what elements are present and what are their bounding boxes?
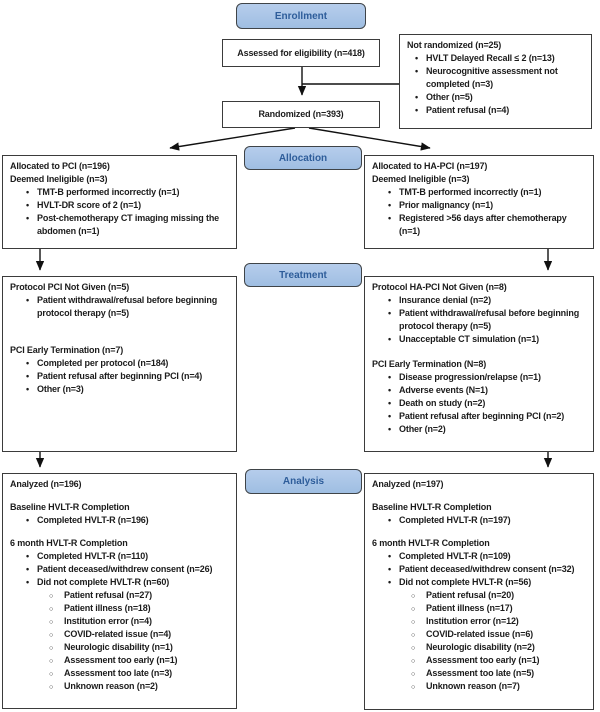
- flow-text-bullet: Patient withdrawal/refusal before beginn…: [372, 307, 588, 333]
- flow-text-bullet: Patient withdrawal/refusal before beginn…: [10, 294, 231, 320]
- flow-text-bullet: Completed HVLT-R (n=196): [10, 514, 231, 527]
- flow-text-sub: COVID-related issue (n=6): [372, 628, 588, 642]
- treatment-ha-pci-box: Protocol HA-PCI Not Given (n=8) Insurance…: [364, 276, 594, 452]
- flow-text-title: Not randomized (n=25): [407, 40, 502, 50]
- flow-text-bullet: Did not complete HVLT-R (n=60): [10, 576, 231, 589]
- flow-text-sub: Unknown reason (n=2): [10, 680, 231, 694]
- flow-text-sub: Assessment too late (n=3): [10, 667, 231, 681]
- flow-text-sub: Patient illness (n=17): [372, 602, 588, 616]
- flow-text-gap: [10, 527, 231, 537]
- flow-text-gap: [10, 491, 231, 501]
- flow-text-bullet: Unacceptable CT simulation (n=1): [372, 333, 588, 346]
- flow-text-bullet: HVLT Delayed Recall ≤ 2 (n=13): [407, 52, 586, 65]
- flow-text-bullet: Registered >56 days after chemotherapy (…: [372, 212, 588, 238]
- flow-text-gap: [372, 346, 588, 358]
- flow-text-sub: Institution error (n=4): [10, 615, 231, 629]
- flow-text-title: 6 month HVLT-R Completion: [372, 538, 490, 548]
- flow-text-bullet: Adverse events (N=1): [372, 384, 588, 397]
- not-randomized-box: Not randomized (n=25) HVLT Delayed Recall…: [399, 34, 592, 129]
- flow-text-title: Protocol PCI Not Given (n=5): [10, 282, 130, 292]
- flow-text-title: Deemed Ineligible (n=3): [10, 174, 108, 184]
- flow-text-gap: [372, 527, 588, 537]
- flow-text-bullet: Other (n=5): [407, 91, 586, 104]
- flow-text-title: PCI Early Termination (n=7): [10, 345, 124, 355]
- flow-text-gap: [372, 491, 588, 501]
- flow-text-bullet: Did not complete HVLT-R (n=56): [372, 576, 588, 589]
- flow-text-bullet: Other (n=2): [372, 423, 588, 436]
- flow-text-gap: [10, 320, 231, 332]
- flow-text-bullet: Completed HVLT-R (n=110): [10, 550, 231, 563]
- flow-text-title: Deemed Ineligible (n=3): [372, 174, 470, 184]
- flow-text-title: Analyzed (n=197): [372, 479, 444, 489]
- flow-text-title: Allocated to PCI (n=196): [10, 161, 110, 171]
- flow-text-bullet: Post-chemotherapy CT imaging missing the…: [10, 212, 231, 238]
- treatment-pci-box: Protocol PCI Not Given (n=5) Patient with…: [2, 276, 237, 452]
- flow-text-gap: [10, 332, 231, 344]
- flow-text-sub: COVID-related issue (n=4): [10, 628, 231, 642]
- flow-text-bullet: TMT-B performed incorrectly (n=1): [10, 186, 231, 199]
- flow-text-sub: Institution error (n=12): [372, 615, 588, 629]
- flow-text-bullet: Patient refusal (n=4): [407, 104, 586, 117]
- flow-text-bullet: Disease progression/relapse (n=1): [372, 371, 588, 384]
- flow-text-title: 6 month HVLT-R Completion: [10, 538, 128, 548]
- flow-text-bullet: Patient deceased/withdrew consent (n=26): [10, 563, 231, 576]
- flow-text-title: Analyzed (n=196): [10, 479, 82, 489]
- flow-text-sub: Unknown reason (n=7): [372, 680, 588, 694]
- flow-text-sub: Neurologic disability (n=1): [10, 641, 231, 655]
- flow-text-bullet: Patient deceased/withdrew consent (n=32): [372, 563, 588, 576]
- analysis-stage-badge: Analysis: [245, 469, 362, 494]
- flow-text-bullet: TMT-B performed incorrectly (n=1): [372, 186, 588, 199]
- flow-text-bullet: Patient refusal after beginning PCI (n=2…: [372, 410, 588, 423]
- enrollment-stage-badge: Enrollment: [236, 3, 366, 29]
- flow-text-title: Baseline HVLT-R Completion: [10, 502, 130, 512]
- flow-text-title: Baseline HVLT-R Completion: [372, 502, 492, 512]
- flow-text-bullet: Prior malignancy (n=1): [372, 199, 588, 212]
- treatment-stage-badge: Treatment: [244, 263, 362, 287]
- connector-randomized-to-pci: [169, 127, 296, 151]
- flow-text-sub: Assessment too early (n=1): [372, 654, 588, 668]
- analysis-ha-pci-box: Analyzed (n=197) Baseline HVLT-R Completi…: [364, 473, 594, 710]
- flow-text-sub: Assessment too late (n=5): [372, 667, 588, 681]
- allocated-ha-pci-box: Allocated to HA-PCI (n=197) Deemed Inelig…: [364, 155, 594, 249]
- flow-text-sub: Neurologic disability (n=2): [372, 641, 588, 655]
- randomized-box: Randomized (n=393): [222, 101, 380, 128]
- flow-text-title: Protocol HA-PCI Not Given (n=8): [372, 282, 507, 292]
- flow-text-bullet: Completed HVLT-R (n=197): [372, 514, 588, 527]
- flow-text-bullet: Patient refusal after beginning PCI (n=4…: [10, 370, 231, 383]
- flow-text-bullet: Other (n=3): [10, 383, 231, 396]
- flow-text-sub: Patient refusal (n=20): [372, 589, 588, 603]
- flow-text-title: Allocated to HA-PCI (n=197): [372, 161, 488, 171]
- flow-text-bullet: Death on study (n=2): [372, 397, 588, 410]
- flow-text-sub: Assessment too early (n=1): [10, 654, 231, 668]
- flow-text-bullet: Insurance denial (n=2): [372, 294, 588, 307]
- flow-text-bullet: Completed per protocol (n=184): [10, 357, 231, 370]
- assessed-eligibility-box: Assessed for eligibility (n=418): [222, 39, 380, 67]
- connector-randomized-to-ha-pci: [308, 127, 431, 151]
- allocated-pci-box: Allocated to PCI (n=196) Deemed Ineligibl…: [2, 155, 237, 249]
- flow-text-bullet: Completed HVLT-R (n=109): [372, 550, 588, 563]
- flow-text-bullet: Neurocognitive assessment not completed …: [407, 65, 586, 91]
- flow-text-bullet: HVLT-DR score of 2 (n=1): [10, 199, 231, 212]
- analysis-pci-box: Analyzed (n=196) Baseline HVLT-R Completi…: [2, 473, 237, 709]
- flow-text-title: PCI Early Termination (N=8): [372, 359, 487, 369]
- allocation-stage-badge: Allocation: [244, 146, 362, 170]
- flow-text-sub: Patient refusal (n=27): [10, 589, 231, 603]
- flow-text-sub: Patient illness (n=18): [10, 602, 231, 616]
